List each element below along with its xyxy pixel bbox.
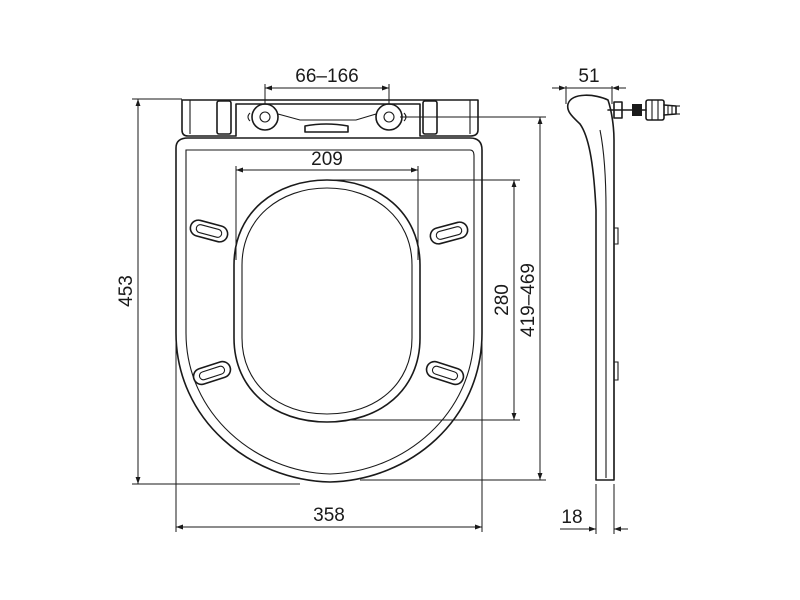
hinge-fixing-left (247, 103, 279, 131)
quick-release-button (304, 123, 349, 133)
dim-fixing-range: 419–469 (360, 116, 546, 481)
buffer-bottom-right (425, 360, 465, 386)
buffer-bottom-left (192, 360, 232, 386)
dim-side-depth: 51 (552, 66, 626, 104)
dim-inner-width: 209 (235, 149, 419, 260)
hinge-bolt (607, 99, 680, 121)
buffer-top-right (429, 221, 469, 245)
dim-hinge-spacing: 66–166 (264, 66, 390, 104)
dim-label-hinge-spacing: 66–166 (295, 66, 358, 87)
dim-label-inner-width: 209 (311, 149, 343, 170)
dim-thickness: 18 (560, 484, 628, 534)
dim-label-thickness: 18 (561, 507, 582, 528)
seat-side-view (566, 94, 680, 481)
dim-label-outer-length: 453 (116, 275, 137, 307)
dim-label-inner-length: 280 (492, 284, 513, 316)
dim-outer-width: 358 (175, 340, 483, 532)
side-profile (566, 94, 615, 481)
dim-outer-length: 453 (116, 98, 300, 485)
seat-inner-opening (233, 179, 421, 423)
seat-rim-line (185, 149, 475, 475)
dim-label-side-depth: 51 (578, 66, 599, 87)
seat-outer-outline (175, 137, 483, 483)
dim-label-outer-width: 358 (313, 505, 345, 526)
buffer-top-left (189, 219, 229, 243)
hinge-block-left (216, 100, 232, 135)
dim-inner-length: 280 (330, 179, 520, 421)
dim-label-fixing-range: 419–469 (518, 263, 539, 337)
hinge-bar (181, 99, 479, 137)
